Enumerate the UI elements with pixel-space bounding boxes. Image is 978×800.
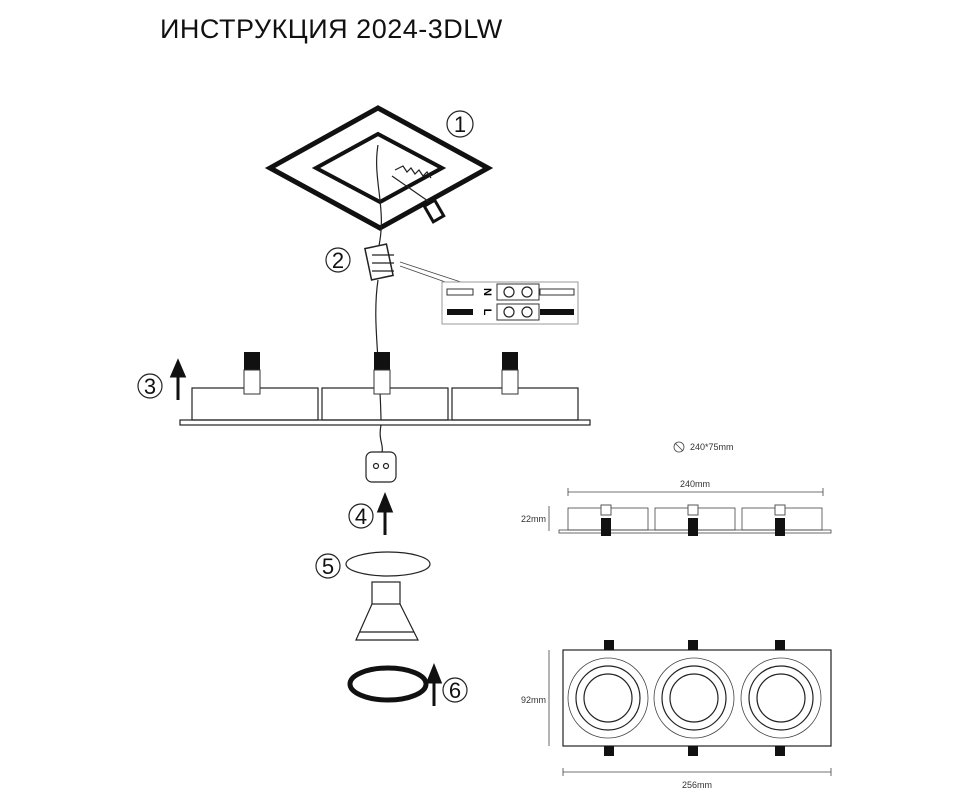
length-side-dim: 240mm (680, 479, 710, 489)
step-3-label: 3 (144, 374, 156, 399)
neutral-label: N (481, 288, 493, 296)
arrow-up-icon (376, 491, 394, 535)
wiring-detail: N L (441, 281, 579, 325)
step-6-label: 6 (449, 678, 461, 703)
fixture-side-dimension-view (558, 504, 832, 536)
page-title: ИНСТРУКЦИЯ 2024-3DLW (160, 14, 503, 44)
trim-ring (347, 665, 429, 703)
step-1-label: 1 (454, 112, 466, 137)
fixture-side-view (179, 352, 591, 426)
length-top-dim: 256mm (682, 780, 712, 790)
gu10-socket (365, 451, 397, 483)
terminal-block (364, 243, 394, 281)
rotate-arrow-icon (345, 551, 431, 577)
step-5-label: 5 (322, 554, 334, 579)
cutout-size: 240*75mm (690, 442, 734, 452)
live-label: L (481, 309, 493, 316)
step-2-label: 2 (332, 248, 344, 273)
ceiling-cutout (264, 105, 494, 231)
step-4-label: 4 (355, 504, 367, 529)
arrow-up-icon (425, 662, 443, 706)
height-dim: 22mm (521, 514, 546, 524)
fixture-top-view (562, 640, 832, 756)
cutout-icon (673, 441, 685, 453)
arrow-up-icon (169, 358, 187, 400)
gu10-bulb (355, 581, 419, 641)
width-dim: 92mm (521, 695, 546, 705)
